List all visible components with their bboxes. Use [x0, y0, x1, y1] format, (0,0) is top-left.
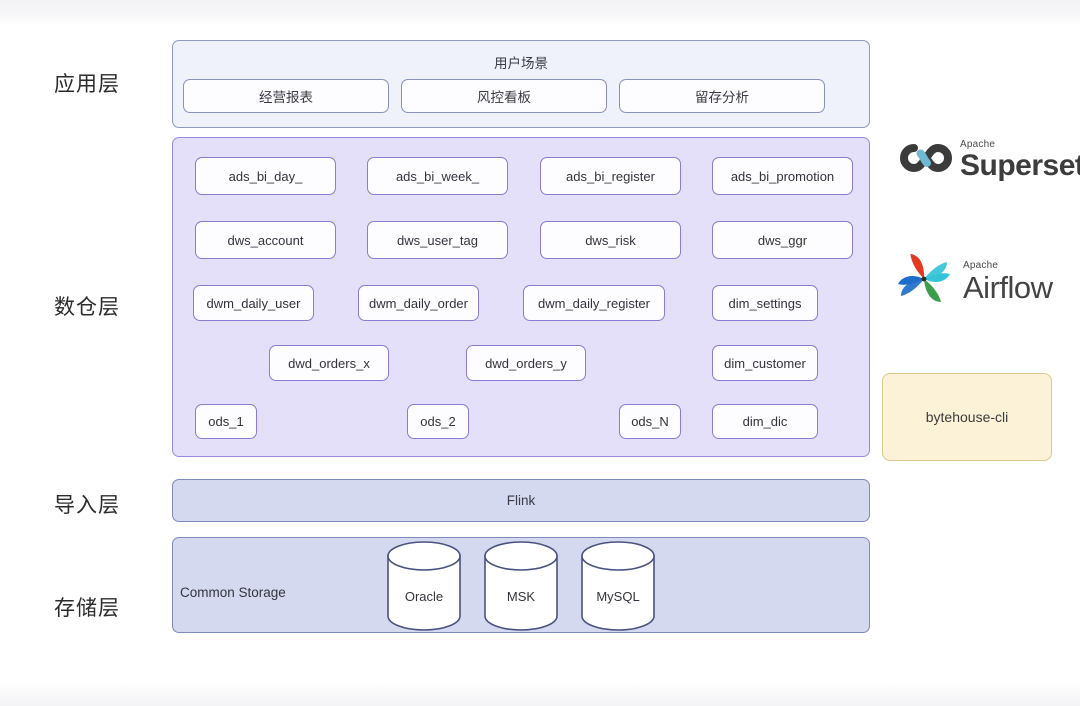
ingest-layer-bar: Flink [172, 479, 870, 522]
superset-infinity-icon [898, 142, 954, 179]
superset-name-text: Superset [960, 149, 1080, 182]
dw-node-ods-2[interactable]: ods_2 [407, 404, 469, 439]
storage-db-mysql[interactable]: MySQL [581, 541, 655, 631]
storage-db-oracle[interactable]: Oracle [387, 541, 461, 631]
app-node-retention-analysis[interactable]: 留存分析 [619, 79, 825, 113]
dw-node-ads-bi-week[interactable]: ads_bi_week_ [367, 157, 508, 195]
dw-node-dwm-daily-user[interactable]: dwm_daily_user [193, 285, 314, 321]
layer-label-ingest: 导入层 [54, 494, 120, 517]
layer-label-application: 应用层 [54, 73, 120, 96]
storage-caption: Common Storage [180, 585, 286, 600]
app-node-business-report[interactable]: 经营报表 [183, 79, 389, 113]
superset-wordmark: Apache Superset [960, 140, 1080, 181]
storage-db-msk-label: MSK [506, 589, 536, 604]
ingest-bar-label: Flink [506, 493, 536, 508]
dw-node-ads-bi-day[interactable]: ads_bi_day_ [195, 157, 336, 195]
airflow-pinwheel-icon [893, 248, 955, 315]
page-top-band [0, 0, 1080, 26]
superset-logo: Apache Superset [898, 140, 1080, 181]
dw-node-dws-risk[interactable]: dws_risk [540, 221, 681, 259]
airflow-name-text: Airflow [963, 269, 1053, 305]
dw-node-dwm-daily-register[interactable]: dwm_daily_register [523, 285, 665, 321]
storage-db-mysql-label: MySQL [596, 589, 640, 604]
app-node-risk-dashboard[interactable]: 风控看板 [401, 79, 607, 113]
dw-node-dws-account[interactable]: dws_account [195, 221, 336, 259]
dw-node-ods-n[interactable]: ods_N [619, 404, 681, 439]
storage-db-msk[interactable]: MSK [484, 541, 558, 631]
page-bottom-band [0, 682, 1080, 706]
airflow-wordmark: Apache Airflow [963, 259, 1053, 305]
dw-node-dim-customer[interactable]: dim_customer [712, 345, 818, 381]
storage-db-oracle-label: Oracle [404, 589, 444, 604]
application-panel-title: 用户场景 [494, 56, 548, 71]
dw-node-ads-bi-register[interactable]: ads_bi_register [540, 157, 681, 195]
bytehouse-cli-box[interactable]: bytehouse-cli [882, 373, 1052, 461]
dw-node-ods-1[interactable]: ods_1 [195, 404, 257, 439]
airflow-logo: Apache Airflow [893, 248, 1053, 315]
dw-node-dim-dic[interactable]: dim_dic [712, 404, 818, 439]
superset-apache-text: Apache [960, 139, 996, 150]
airflow-apache-text: Apache [963, 259, 999, 271]
dw-node-dws-ggr[interactable]: dws_ggr [712, 221, 853, 259]
layer-label-storage: 存储层 [54, 597, 120, 620]
dw-node-ads-bi-promotion[interactable]: ads_bi_promotion [712, 157, 853, 195]
dw-node-dim-settings[interactable]: dim_settings [712, 285, 818, 321]
layer-label-warehouse: 数仓层 [54, 296, 120, 319]
dw-node-dwm-daily-order[interactable]: dwm_daily_order [358, 285, 479, 321]
dw-node-dws-user-tag[interactable]: dws_user_tag [367, 221, 508, 259]
dw-node-dwd-orders-y[interactable]: dwd_orders_y [466, 345, 586, 381]
dw-node-dwd-orders-x[interactable]: dwd_orders_x [269, 345, 389, 381]
